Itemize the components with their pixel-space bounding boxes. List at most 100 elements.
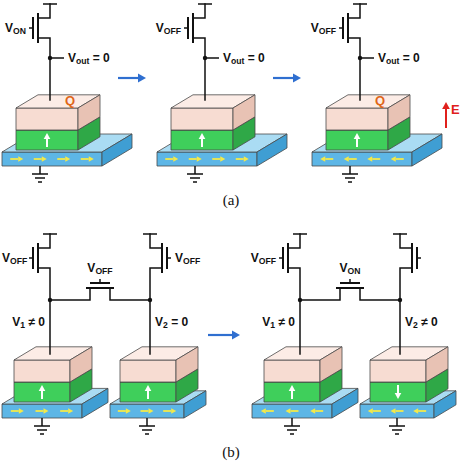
ferroelectric-layer-front <box>264 382 320 402</box>
polarization-arrow-head <box>354 133 361 139</box>
magnetization-arrow-head <box>149 408 154 414</box>
ferroelectric-layer-front <box>14 382 70 402</box>
junction-dot <box>203 56 207 60</box>
magnetization-arrow <box>118 410 126 412</box>
polarization-arrow <box>41 391 43 399</box>
transistor-source <box>38 268 50 354</box>
step-arrow <box>273 77 293 79</box>
charge-label: Q <box>375 94 385 108</box>
magnetization-arrow-head <box>244 156 249 162</box>
electrode-block-front <box>120 360 176 382</box>
magnet-slab-front <box>157 152 257 166</box>
ferroelectric-layer-front <box>326 130 388 150</box>
electrode-block-side <box>388 95 410 130</box>
subscript: OFF <box>10 256 27 266</box>
ground-symbol <box>389 425 405 427</box>
polarization-arrow-head <box>395 393 402 399</box>
subscript: 1 <box>270 320 275 330</box>
junction-dot <box>358 56 362 60</box>
polarization-arrow-head <box>39 385 46 391</box>
electrode-charge: Q <box>65 94 75 108</box>
electrode-block-side <box>233 95 255 130</box>
polarization-arrow-head <box>44 133 51 139</box>
ferroelectric-layer-front <box>171 130 233 150</box>
magnet-slab-front <box>110 404 184 418</box>
junction-dot <box>48 298 52 302</box>
transistor-drain <box>400 234 412 248</box>
panel-label: (a) <box>223 192 240 209</box>
junction-dot <box>148 298 152 302</box>
ground-symbol <box>392 429 402 431</box>
transistor-drain <box>38 234 50 248</box>
gate-voltage: VOFF <box>311 21 336 36</box>
subscript: 1 <box>20 320 25 330</box>
ground-symbol <box>345 177 355 179</box>
output-voltage: Vout = 0 <box>68 51 110 66</box>
magnet-slab-side <box>412 134 442 166</box>
transistor-source <box>348 38 360 100</box>
ground-wire <box>349 166 351 174</box>
magnet-slab-front <box>2 404 82 418</box>
gate-lead <box>279 257 283 259</box>
transistor-source <box>288 268 300 354</box>
ground-symbol <box>32 173 48 175</box>
junction-dot <box>398 298 402 302</box>
magnetization-arrow-head <box>220 156 225 162</box>
magnetization-arrow <box>373 410 381 412</box>
transistor-drain <box>193 4 205 18</box>
ground-symbol <box>34 425 50 427</box>
polarization-arrow <box>356 139 358 147</box>
magnetization-arrow-head <box>320 156 325 162</box>
magnetization-arrow-head <box>344 156 349 162</box>
gate-voltage: VON <box>340 261 361 276</box>
transistor-source <box>193 38 205 100</box>
ground-symbol <box>35 177 45 179</box>
magnetization-arrow <box>141 410 149 412</box>
magnetization-arrow-head <box>126 408 131 414</box>
junction-dot <box>48 56 52 60</box>
electrode-block-front <box>326 108 388 130</box>
polarization-arrow <box>46 139 48 147</box>
magnetization-arrow <box>189 158 197 160</box>
ground-symbol <box>40 433 44 435</box>
magnet-slab-side <box>257 134 287 166</box>
ground-symbol <box>290 433 294 435</box>
gate-voltage: VOFF <box>175 251 200 266</box>
electrode-block-front <box>264 360 320 382</box>
polarization-arrow-head <box>289 385 296 391</box>
magnetization-arrow-head <box>171 408 176 414</box>
node-voltage: V2 ≠ 0 <box>405 315 438 330</box>
gate-voltage: VOFF <box>87 261 112 276</box>
transistor-drain <box>348 4 360 18</box>
magnetization-arrow <box>57 158 65 160</box>
ground-symbol <box>190 177 200 179</box>
gate-lead <box>339 27 343 29</box>
node-voltage: V1 ≠ 0 <box>12 315 45 330</box>
magnetization-arrow <box>11 410 19 412</box>
step-arrow-head <box>138 74 146 83</box>
electrode-block-side <box>426 347 448 382</box>
subscript: OFF <box>319 26 336 36</box>
magnetization-arrow-head <box>310 408 315 414</box>
magnetization-arrow-head <box>197 156 202 162</box>
gate-voltage: VOFF <box>251 251 276 266</box>
gate-voltage: VOFF <box>2 251 27 266</box>
ferroelectric-layer-front <box>370 382 426 402</box>
ground-symbol <box>38 181 42 183</box>
ground-wire <box>194 166 196 174</box>
subscript: OFF <box>183 256 200 266</box>
polarization-arrow-head <box>145 385 152 391</box>
junction-dot <box>298 298 302 302</box>
magnet-slab-side <box>102 134 132 166</box>
magnetization-arrow <box>349 158 357 160</box>
ground-wire <box>396 418 398 426</box>
magnetization-arrow <box>315 410 323 412</box>
electrode-block-side <box>78 95 100 130</box>
magnetization-arrow-head <box>19 408 24 414</box>
pass-lead <box>300 288 340 300</box>
magnetization-arrow <box>10 158 18 160</box>
subscript: out <box>386 56 399 66</box>
transistor-source <box>400 268 412 354</box>
magnetization-arrow <box>372 158 380 160</box>
ferroelectric-layer-front <box>16 130 78 150</box>
